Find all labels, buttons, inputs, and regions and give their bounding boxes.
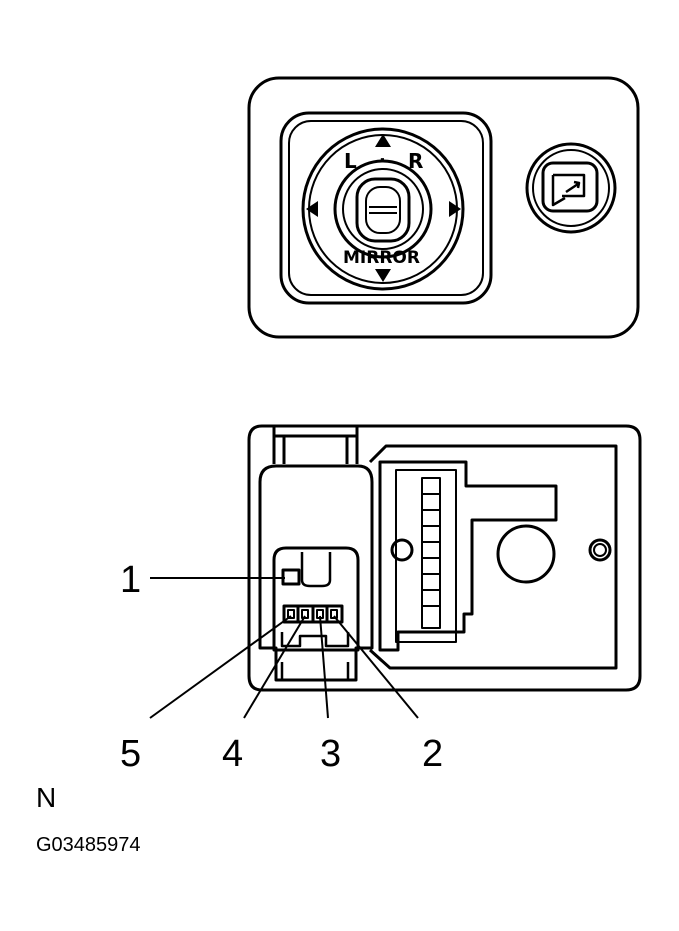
leader-4	[243, 615, 306, 719]
connector-housing	[247, 424, 642, 692]
mirror-switch-panel	[247, 76, 640, 339]
terminal-4	[301, 609, 309, 619]
joystick-bezel-outer	[279, 111, 493, 305]
callout-2: 2	[422, 733, 443, 775]
label-right: R	[408, 149, 423, 173]
callout-leaders	[149, 577, 419, 719]
callout-4: 4	[222, 733, 243, 775]
terminal-1	[281, 568, 301, 586]
mirror-fold-icon	[551, 173, 586, 207]
leader-3	[319, 615, 329, 719]
direction-arrows	[306, 134, 461, 282]
connector-block	[258, 464, 374, 682]
label-left: L	[344, 149, 357, 173]
label-mirror: MIRROR	[343, 248, 420, 268]
selector-knob	[355, 177, 411, 243]
mount-hole-center	[496, 524, 556, 584]
terminal-5	[287, 609, 295, 619]
terminal-2	[330, 609, 338, 619]
callout-5: 5	[120, 733, 141, 775]
leader-2	[333, 615, 419, 719]
label-separator: ·	[379, 150, 386, 171]
arrow-down-icon	[375, 269, 391, 282]
callout-3: 3	[320, 733, 341, 775]
panel-outline	[247, 76, 640, 339]
mirror-fold-button	[525, 142, 617, 234]
mount-hole-right	[588, 538, 612, 562]
mount-hole-left	[390, 538, 414, 562]
switch-body	[378, 460, 558, 652]
housing-outline	[247, 424, 642, 692]
arrow-right-icon	[449, 201, 461, 217]
terminal-window	[272, 546, 360, 652]
leader-5	[149, 615, 292, 719]
comb-terminals	[421, 477, 441, 629]
arrow-up-icon	[375, 134, 391, 147]
joystick-ring-outer	[301, 127, 465, 291]
figure-id: G03485974	[36, 834, 141, 856]
callout-1: 1	[120, 559, 141, 601]
orientation-code: N	[36, 782, 57, 813]
selector-ring	[333, 159, 433, 259]
arrow-left-icon	[306, 201, 318, 217]
